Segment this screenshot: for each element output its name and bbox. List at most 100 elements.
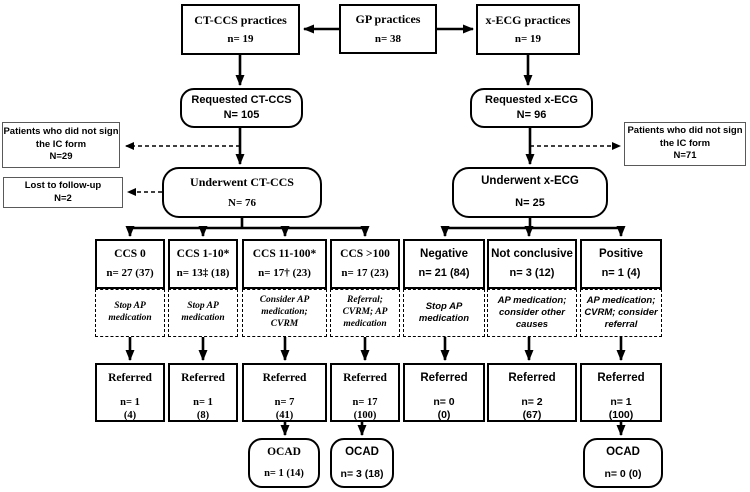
node-result-ccs-gt100: CCS >100 n= 17 (23) xyxy=(330,239,400,289)
advice-line: CVRM; consider xyxy=(584,307,658,319)
node-advice-negative: Stop AP medication xyxy=(403,289,485,337)
advice-line: Stop AP xyxy=(187,301,219,312)
advice-line: AP medication; xyxy=(586,295,656,307)
node-title: CCS 0 xyxy=(114,247,146,260)
node-count: n= 1 xyxy=(610,395,632,408)
node-underwent-xecg: Underwent x-ECG N= 25 xyxy=(452,167,608,218)
node-title: CT-CCS practices xyxy=(194,12,287,27)
advice-line: referral xyxy=(604,318,638,330)
node-count: N=2 xyxy=(54,192,72,204)
node-referred-negative: Referred n= 0 (0) xyxy=(403,363,485,422)
node-count: n= 1 (14) xyxy=(264,467,304,479)
node-advice-ccs-1-10: Stop AP medication xyxy=(168,289,238,337)
node-title: Referred xyxy=(508,372,556,384)
node-count: N=29 xyxy=(49,151,73,163)
node-count: n= 19 xyxy=(514,33,542,46)
node-title: Referred xyxy=(597,372,645,384)
node-ocad-positive: OCAD n= 0 (0) xyxy=(583,438,663,488)
node-title: GP practices xyxy=(355,12,421,27)
node-referred-ccs-11-100: Referred n= 7 (41) xyxy=(242,363,327,422)
node-title: x-ECG practices xyxy=(485,12,571,27)
advice-line: medication xyxy=(108,313,152,323)
advice-line: AP medication; xyxy=(497,295,567,307)
node-percent: (0) xyxy=(437,408,451,421)
node-line: Lost to follow-up xyxy=(24,180,102,192)
node-title: Referred xyxy=(262,372,307,384)
node-title: OCAD xyxy=(606,445,640,458)
node-count: n= 3 (18) xyxy=(340,467,384,480)
node-count: N= 76 xyxy=(228,197,256,210)
node-count: n= 19 xyxy=(227,33,254,46)
node-referred-ccs-gt100: Referred n= 17 (100) xyxy=(330,363,400,422)
node-line: Patients who did not sign xyxy=(3,126,119,138)
node-count: n= 0 xyxy=(433,395,455,408)
node-count: n= 1 xyxy=(193,396,213,408)
node-referred-ccs-0: Referred n= 1 (4) xyxy=(95,363,165,422)
node-percent: (67) xyxy=(522,408,542,421)
node-referred-positive: Referred n= 1 (100) xyxy=(580,363,662,422)
node-title: CCS 11-100* xyxy=(252,247,317,260)
node-count: n= 38 xyxy=(374,32,402,45)
advice-line: CVRM; AP xyxy=(342,307,388,318)
advice-line: consider other xyxy=(499,307,565,319)
advice-line: medication xyxy=(343,318,387,329)
node-count: n= 13‡ (18) xyxy=(176,267,230,280)
node-percent: (100) xyxy=(608,408,634,421)
node-advice-ccs-gt100: Referral; CVRM; AP medication xyxy=(330,289,400,337)
node-count: n= 17† (23) xyxy=(258,267,311,280)
node-count: n= 2 xyxy=(521,395,543,408)
node-title: Referred xyxy=(181,372,225,384)
node-requested-ct-ccs: Requested CT-CCS N= 105 xyxy=(180,88,303,128)
node-title: Referred xyxy=(420,372,468,384)
node-result-ccs-1-10: CCS 1-10* n= 13‡ (18) xyxy=(168,239,238,289)
node-count: n= 21 (84) xyxy=(418,267,470,280)
node-requested-xecg: Requested x-ECG N= 96 xyxy=(470,88,593,128)
node-result-ccs-0: CCS 0 n= 27 (37) xyxy=(95,239,165,289)
node-title: OCAD xyxy=(345,445,379,458)
node-advice-not-conclusive: AP medication; consider other causes xyxy=(487,289,577,337)
node-title: Not conclusive xyxy=(491,247,573,260)
node-referred-ccs-1-10: Referred n= 1 (8) xyxy=(168,363,238,422)
node-lost-to-follow-up: Lost to follow-up N=2 xyxy=(3,177,123,208)
node-title: Underwent x-ECG xyxy=(481,175,579,187)
advice-line: medication; xyxy=(261,307,308,318)
node-title: Referred xyxy=(343,372,387,384)
node-count: n= 0 (0) xyxy=(604,467,642,480)
node-count: n= 7 xyxy=(274,396,295,408)
node-title: OCAD xyxy=(267,445,301,458)
node-line: the IC form xyxy=(35,138,87,150)
node-advice-ccs-11-100: Consider AP medication; CVRM xyxy=(242,289,327,337)
advice-line: Stop AP xyxy=(425,301,463,313)
node-count: n= 17 xyxy=(352,396,378,408)
node-result-ccs-11-100: CCS 11-100* n= 17† (23) xyxy=(242,239,327,289)
node-ct-ccs-practices: CT-CCS practices n= 19 xyxy=(181,4,300,55)
node-title: Requested CT-CCS xyxy=(191,94,292,107)
node-title: Requested x-ECG xyxy=(485,94,578,107)
node-gp-practices: GP practices n= 38 xyxy=(339,4,437,54)
node-title: Positive xyxy=(598,247,644,260)
node-title: CCS >100 xyxy=(340,247,390,260)
advice-line: medication xyxy=(181,313,225,323)
advice-line: Referral; xyxy=(347,295,383,306)
node-result-not-conclusive: Not conclusive n= 3 (12) xyxy=(487,239,577,289)
node-title: Underwent CT-CCS xyxy=(190,174,294,189)
node-ic-not-signed-right: Patients who did not sign the IC form N=… xyxy=(624,122,746,166)
node-count: N=71 xyxy=(673,150,697,162)
node-referred-not-conclusive: Referred n= 2 (67) xyxy=(487,363,577,422)
node-underwent-ct-ccs: Underwent CT-CCS N= 76 xyxy=(162,167,322,218)
node-line: Patients who did not sign xyxy=(627,125,743,137)
node-title: Referred xyxy=(108,372,152,384)
advice-line: Consider AP xyxy=(259,295,310,306)
node-percent: (8) xyxy=(196,409,210,421)
node-count: n= 17 (23) xyxy=(341,267,389,280)
advice-line: causes xyxy=(515,318,549,330)
node-ic-not-signed-left: Patients who did not sign the IC form N=… xyxy=(2,122,120,168)
node-ocad-ccs-11-100: OCAD n= 1 (14) xyxy=(248,438,320,488)
advice-line: CVRM xyxy=(270,318,299,329)
node-count: n= 1 xyxy=(120,396,140,408)
node-ocad-ccs-gt100: OCAD n= 3 (18) xyxy=(330,438,394,488)
advice-line: Stop AP xyxy=(114,301,146,312)
node-count: n= 1 (4) xyxy=(601,267,641,280)
